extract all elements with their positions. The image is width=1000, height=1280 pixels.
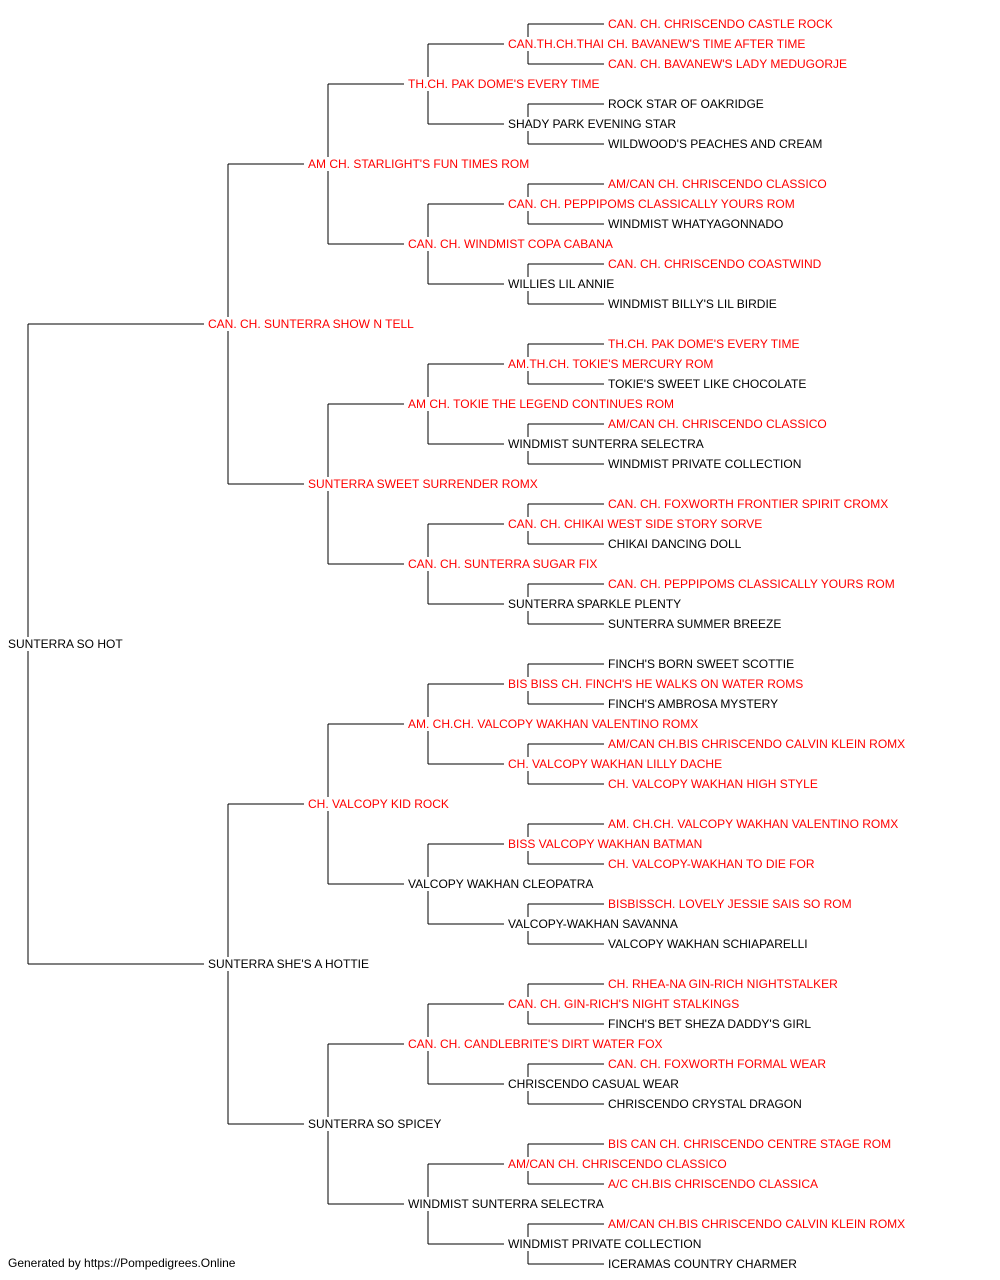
ancestor-name: BIS BISS CH. FINCH'S HE WALKS ON WATER R… — [508, 677, 803, 691]
ancestor-name: CAN.TH.CH.THAI CH. BAVANEW'S TIME AFTER … — [508, 37, 805, 51]
ancestor-name: SUNTERRA SHE'S A HOTTIE — [208, 957, 369, 971]
ancestor-name: AM. CH.CH. VALCOPY WAKHAN VALENTINO ROMX — [608, 817, 898, 831]
ancestor-name: CH. RHEA-NA GIN-RICH NIGHTSTALKER — [608, 977, 838, 991]
ancestor-name: TH.CH. PAK DOME'S EVERY TIME — [408, 77, 599, 91]
ancestor-name: BISS VALCOPY WAKHAN BATMAN — [508, 837, 702, 851]
ancestor-name: CAN. CH. GIN-RICH'S NIGHT STALKINGS — [508, 997, 739, 1011]
ancestor-name: CHRISCENDO CRYSTAL DRAGON — [608, 1097, 802, 1111]
ancestor-name: WILLIES LIL ANNIE — [508, 277, 614, 291]
ancestor-name: AM/CAN CH.BIS CHRISCENDO CALVIN KLEIN RO… — [608, 1217, 905, 1231]
ancestor-name: A/C CH.BIS CHRISCENDO CLASSICA — [608, 1177, 818, 1191]
ancestor-name: AM/CAN CH.BIS CHRISCENDO CALVIN KLEIN RO… — [608, 737, 905, 751]
ancestor-name: VALCOPY WAKHAN CLEOPATRA — [408, 877, 593, 891]
ancestor-name: WINDMIST SUNTERRA SELECTRA — [508, 437, 704, 451]
ancestor-name: CAN. CH. CHRISCENDO CASTLE ROCK — [608, 17, 833, 31]
ancestor-name: ROCK STAR OF OAKRIDGE — [608, 97, 764, 111]
ancestor-name: SUNTERRA SUMMER BREEZE — [608, 617, 781, 631]
ancestor-name: FINCH'S AMBROSA MYSTERY — [608, 697, 778, 711]
ancestor-name: CH. VALCOPY WAKHAN LILLY DACHE — [508, 757, 722, 771]
ancestor-name: CAN. CH. FOXWORTH FRONTIER SPIRIT CROMX — [608, 497, 888, 511]
ancestor-name: FINCH'S BET SHEZA DADDY'S GIRL — [608, 1017, 811, 1031]
ancestor-name: WINDMIST SUNTERRA SELECTRA — [408, 1197, 604, 1211]
ancestor-name: SHADY PARK EVENING STAR — [508, 117, 676, 131]
ancestor-name: AM/CAN CH. CHRISCENDO CLASSICO — [608, 417, 827, 431]
generated-by-footer: Generated by https://Pompedigrees.Online — [8, 1256, 236, 1270]
ancestor-name: SUNTERRA SWEET SURRENDER ROMX — [308, 477, 538, 491]
ancestor-name: WINDMIST PRIVATE COLLECTION — [508, 1237, 701, 1251]
ancestor-name: SUNTERRA SO SPICEY — [308, 1117, 441, 1131]
ancestor-name: CAN. CH. SUNTERRA SHOW N TELL — [208, 317, 414, 331]
subject-dog-name: SUNTERRA SO HOT — [8, 637, 123, 651]
ancestor-name: BIS CAN CH. CHRISCENDO CENTRE STAGE ROM — [608, 1137, 891, 1151]
ancestor-name: ICERAMAS COUNTRY CHARMER — [608, 1257, 797, 1271]
ancestor-name: CH. VALCOPY-WAKHAN TO DIE FOR — [608, 857, 815, 871]
ancestor-name: CAN. CH. PEPPIPOMS CLASSICALLY YOURS ROM — [608, 577, 895, 591]
ancestor-name: TH.CH. PAK DOME'S EVERY TIME — [608, 337, 799, 351]
ancestor-name: SUNTERRA SPARKLE PLENTY — [508, 597, 681, 611]
ancestor-name: AM CH. STARLIGHT'S FUN TIMES ROM — [308, 157, 529, 171]
ancestor-name: AM.TH.CH. TOKIE'S MERCURY ROM — [508, 357, 713, 371]
ancestor-name: CAN. CH. CANDLEBRITE'S DIRT WATER FOX — [408, 1037, 663, 1051]
ancestor-name: VALCOPY-WAKHAN SAVANNA — [508, 917, 678, 931]
ancestor-name: CHRISCENDO CASUAL WEAR — [508, 1077, 679, 1091]
ancestor-name: CHIKAI DANCING DOLL — [608, 537, 742, 551]
ancestor-name: TOKIE'S SWEET LIKE CHOCOLATE — [608, 377, 806, 391]
ancestor-name: CAN. CH. SUNTERRA SUGAR FIX — [408, 557, 597, 571]
ancestor-name: BISBISSCH. LOVELY JESSIE SAIS SO ROM — [608, 897, 852, 911]
ancestor-name: CAN. CH. WINDMIST COPA CABANA — [408, 237, 613, 251]
ancestor-name: AM/CAN CH. CHRISCENDO CLASSICO — [608, 177, 827, 191]
ancestor-name: AM CH. TOKIE THE LEGEND CONTINUES ROM — [408, 397, 674, 411]
ancestor-name: CH. VALCOPY WAKHAN HIGH STYLE — [608, 777, 818, 791]
ancestor-name: WINDMIST PRIVATE COLLECTION — [608, 457, 801, 471]
ancestor-name: AM/CAN CH. CHRISCENDO CLASSICO — [508, 1157, 727, 1171]
ancestor-name: WINDMIST BILLY'S LIL BIRDIE — [608, 297, 777, 311]
ancestor-name: CAN. CH. PEPPIPOMS CLASSICALLY YOURS ROM — [508, 197, 795, 211]
ancestor-name: CAN. CH. CHRISCENDO COASTWIND — [608, 257, 822, 271]
ancestor-name: VALCOPY WAKHAN SCHIAPARELLI — [608, 937, 808, 951]
ancestor-name: CAN. CH. FOXWORTH FORMAL WEAR — [608, 1057, 826, 1071]
ancestor-name: CAN. CH. CHIKAI WEST SIDE STORY SORVE — [508, 517, 762, 531]
ancestor-name: FINCH'S BORN SWEET SCOTTIE — [608, 657, 794, 671]
ancestor-name: WINDMIST WHATYAGONNADO — [608, 217, 783, 231]
ancestor-name: CH. VALCOPY KID ROCK — [308, 797, 449, 811]
ancestor-name: CAN. CH. BAVANEW'S LADY MEDUGORJE — [608, 57, 847, 71]
ancestor-name: AM. CH.CH. VALCOPY WAKHAN VALENTINO ROMX — [408, 717, 698, 731]
ancestor-name: WILDWOOD'S PEACHES AND CREAM — [608, 137, 822, 151]
